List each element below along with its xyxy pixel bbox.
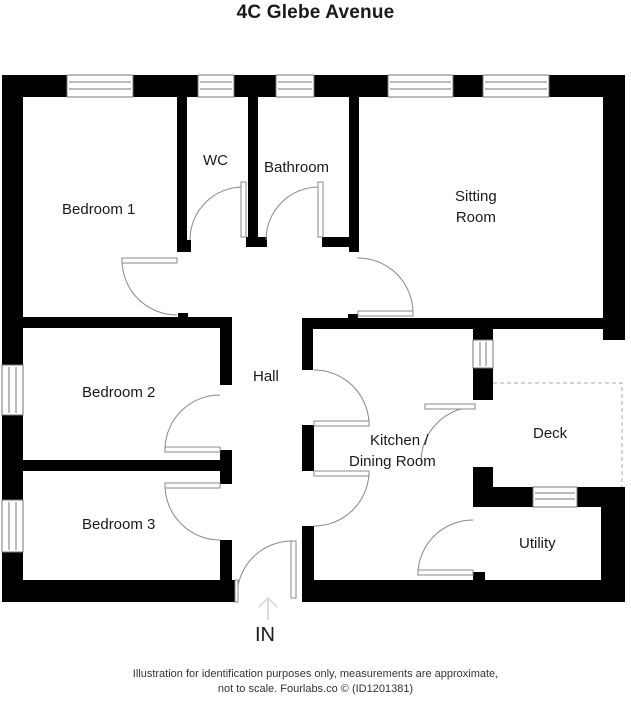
- room-label-sitting-room-line2: Room: [455, 209, 496, 226]
- room-label-kitchen-line1: Kitchen /: [370, 432, 429, 449]
- room-label-deck: Deck: [533, 425, 568, 442]
- room-label-bathroom: Bathroom: [264, 159, 330, 176]
- room-label-bedroom-3: Bedroom 3: [82, 516, 156, 533]
- room-label-kitchen-line2: Dining Room: [349, 453, 436, 470]
- disclaimer: Illustration for identification purposes…: [0, 667, 631, 697]
- page-title: 4C Glebe Avenue: [236, 2, 395, 23]
- room-label-bedroom-1: Bedroom 1: [62, 201, 136, 218]
- room-label-sitting-room-line1: Sitting: [455, 188, 497, 205]
- windows: [1, 74, 578, 553]
- up-arrow-icon: [258, 596, 278, 620]
- room-label-hall: Hall: [253, 368, 279, 385]
- room-label-wc: WC: [203, 152, 228, 169]
- doors: [121, 181, 476, 603]
- room-label-utility: Utility: [519, 535, 556, 552]
- entrance-label: IN: [255, 624, 275, 646]
- deck-outline: [493, 382, 623, 487]
- room-label-sitting-room: Sitting Room: [455, 186, 497, 228]
- disclaimer-line2: not to scale. Fourlabs.co © (ID1201381): [217, 683, 414, 695]
- room-label-bedroom-2: Bedroom 2: [82, 384, 156, 401]
- room-label-kitchen-dining: Kitchen / Dining Room: [349, 430, 436, 472]
- walls: [2, 75, 625, 602]
- disclaimer-line1: Illustration for identification purposes…: [132, 668, 499, 680]
